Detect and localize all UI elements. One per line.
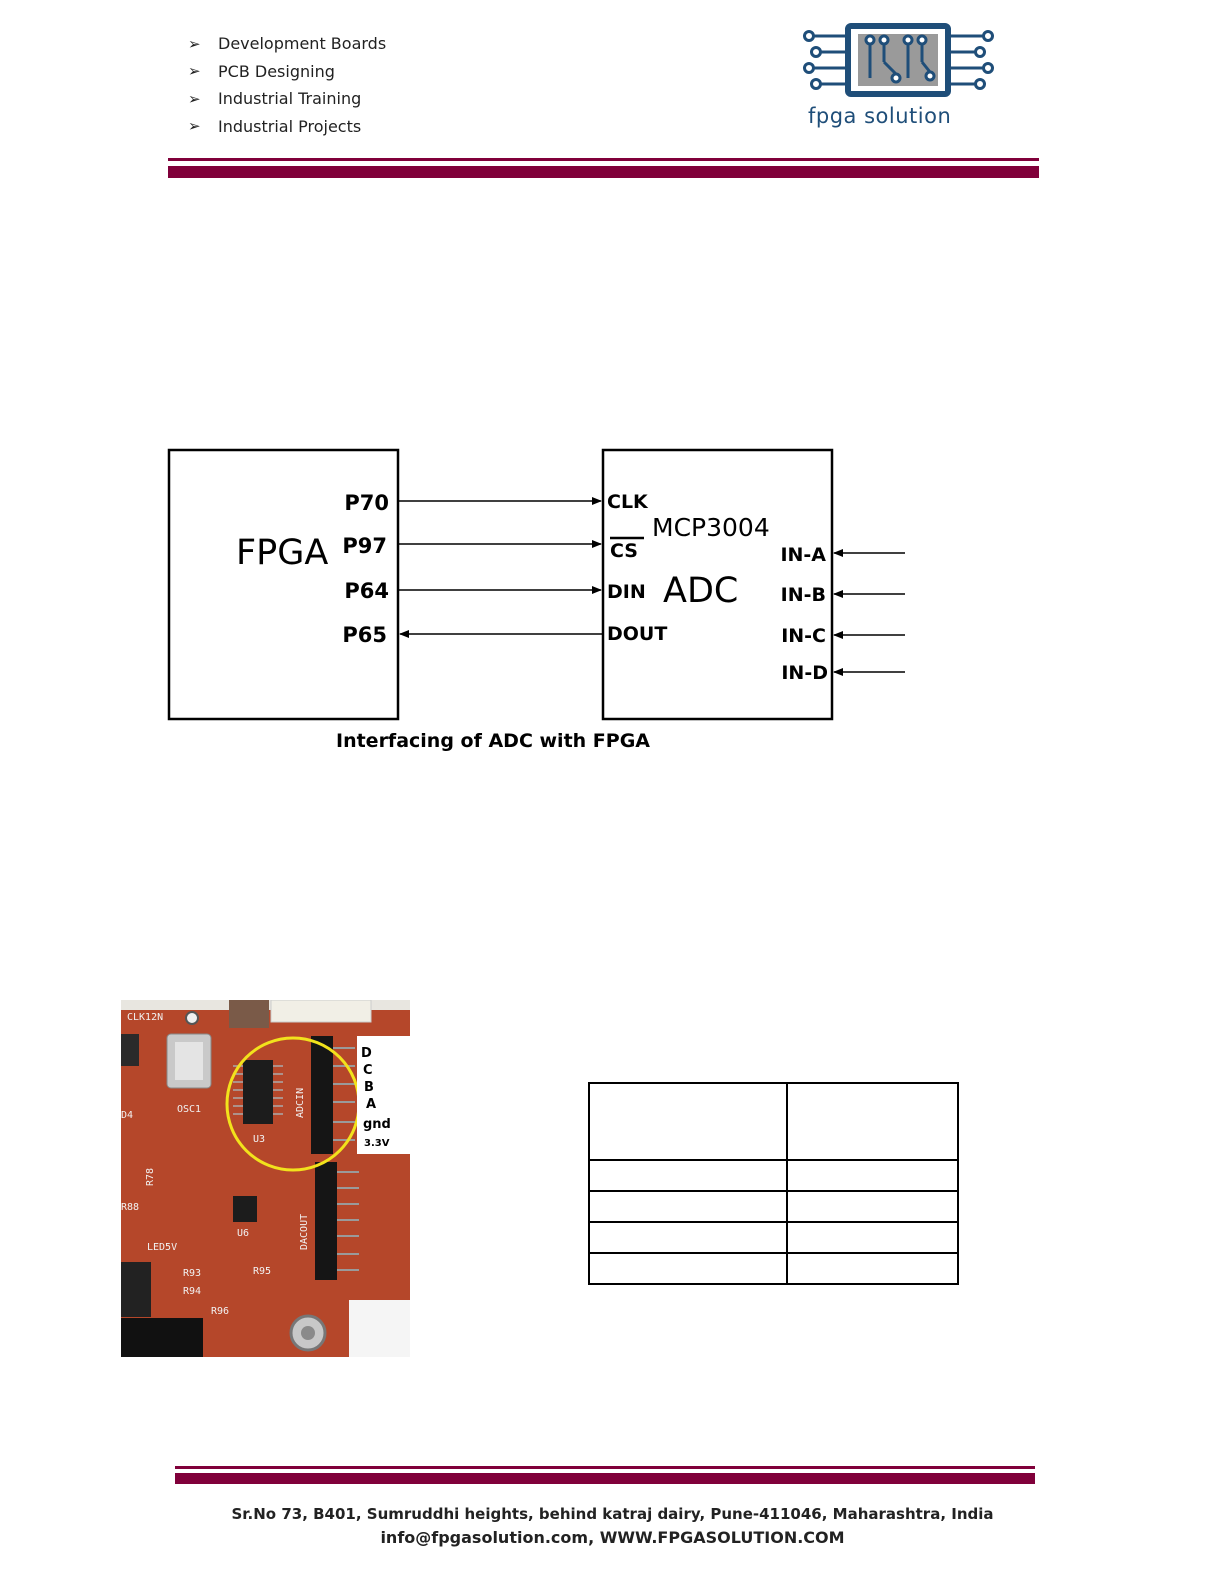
table-cell xyxy=(588,1252,788,1285)
fpga-pin-p65: P65 xyxy=(342,623,387,647)
footer-contact: info@fpgasolution.com, WWW.FPGASOLUTION.… xyxy=(380,1528,845,1547)
arrow-bullet-icon: ➢ xyxy=(188,89,201,108)
fpga-label: FPGA xyxy=(236,533,328,573)
table-header-row xyxy=(588,1082,959,1161)
table-row xyxy=(588,1252,959,1285)
pin-label-b: B xyxy=(364,1080,374,1095)
logo-text: fpga solution xyxy=(808,104,952,128)
header-divider-thick xyxy=(168,166,1039,178)
header-divider-thin xyxy=(168,158,1039,161)
board-label-led5v: LED5V xyxy=(147,1242,177,1253)
footer-divider-thick xyxy=(175,1473,1035,1484)
board-label-r78: R78 xyxy=(145,1168,156,1186)
circuit-logo-icon xyxy=(803,23,994,97)
adc-pin-din: DIN xyxy=(607,581,646,603)
board-label-r95: R95 xyxy=(253,1266,271,1277)
fpga-pin-p70: P70 xyxy=(344,491,389,515)
adc-interface-diagram: FPGA P70 P97 P64 P65 CLK CS DIN DOUT MCP… xyxy=(167,448,905,721)
adc-pin-cs: CS xyxy=(610,540,638,562)
service-item: ➢Industrial Training xyxy=(188,89,362,109)
adc-title: MCP3004 xyxy=(652,513,770,542)
table-cell xyxy=(588,1082,788,1161)
table-row xyxy=(588,1159,959,1192)
adc-input-d: IN-D xyxy=(781,662,828,684)
adc-pin-dout: DOUT xyxy=(607,623,667,645)
pin-label-a: A xyxy=(366,1097,376,1112)
pin-mapping-table xyxy=(588,1082,959,1285)
footer-address: Sr.No 73, B401, Sumruddhi heights, behin… xyxy=(231,1505,994,1523)
table-cell xyxy=(786,1221,959,1254)
table-row xyxy=(588,1221,959,1254)
arrow-bullet-icon: ➢ xyxy=(188,62,201,81)
board-label-r96: R96 xyxy=(211,1306,229,1317)
board-label-r94: R94 xyxy=(183,1286,201,1297)
board-label-dacout: DACOUT xyxy=(299,1214,310,1250)
table-row xyxy=(588,1190,959,1223)
board-label-u6: U6 xyxy=(237,1228,249,1239)
adc-input-b: IN-B xyxy=(781,584,826,606)
adc-pin-clk: CLK xyxy=(607,491,649,513)
table-cell xyxy=(588,1221,788,1254)
table-cell xyxy=(786,1252,959,1285)
service-item: ➢Development Boards xyxy=(188,34,387,54)
fpga-pin-p97: P97 xyxy=(342,534,387,558)
table-cell xyxy=(588,1190,788,1223)
board-label-r88: R88 xyxy=(121,1202,139,1213)
adc-block xyxy=(601,448,834,721)
pin-label-gnd: gnd xyxy=(363,1117,391,1132)
table-cell xyxy=(786,1082,959,1161)
diagram-caption: Interfacing of ADC with FPGA xyxy=(336,730,651,752)
pin-label-d: D xyxy=(361,1046,372,1061)
pin-label-c: C xyxy=(363,1063,373,1078)
fpga-pin-p64: P64 xyxy=(344,579,389,603)
board-label-osc1: OSC1 xyxy=(177,1104,201,1115)
board-label-adcin: ADCIN xyxy=(295,1088,306,1118)
board-label-r93: R93 xyxy=(183,1268,201,1279)
board-label-d4: D4 xyxy=(121,1110,133,1121)
table-cell xyxy=(588,1159,788,1192)
board-label-clk12n: CLK12N xyxy=(127,1012,163,1023)
arrow-bullet-icon: ➢ xyxy=(188,34,201,53)
pin-label-3v3: 3.3V xyxy=(364,1138,390,1149)
board-label-u3: U3 xyxy=(253,1134,265,1145)
adc-label: ADC xyxy=(663,571,738,611)
service-item: ➢PCB Designing xyxy=(188,61,335,81)
table-cell xyxy=(786,1159,959,1192)
fpga-block xyxy=(167,448,400,721)
arrow-bullet-icon: ➢ xyxy=(188,117,201,136)
table-cell xyxy=(786,1190,959,1223)
services-list: ➢Development Boards ➢PCB Designing ➢Indu… xyxy=(188,30,386,140)
adc-input-a: IN-A xyxy=(780,544,826,566)
board-photo: CLK12N OSC1 U3 ADCIN R78 D4 R88 U6 DACOU… xyxy=(121,1000,410,1357)
footer-divider-thin xyxy=(175,1466,1035,1469)
adc-input-c: IN-C xyxy=(781,625,826,647)
service-item: ➢Industrial Projects xyxy=(188,116,362,136)
